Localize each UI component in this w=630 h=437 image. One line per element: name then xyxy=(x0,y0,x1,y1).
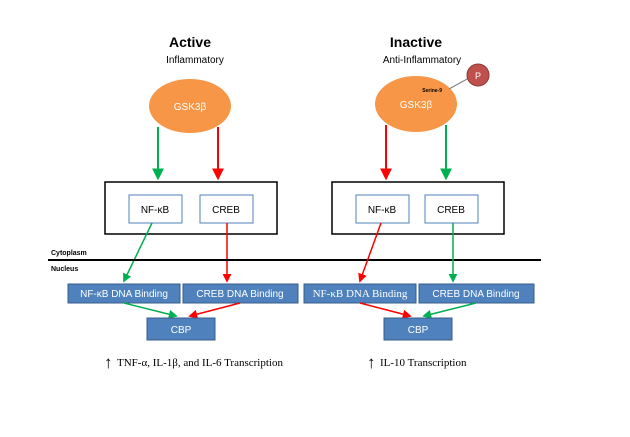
right-creb-dna-box xyxy=(418,283,535,304)
left-cbp-label: CBP xyxy=(171,325,192,336)
left-nfkb-to-dna-arrow xyxy=(123,222,153,283)
right-nfkb-box xyxy=(355,194,410,224)
left-gsk3b-node xyxy=(149,79,231,133)
cytoplasm-label: Cytoplasm xyxy=(51,250,87,257)
right-transcription-label: IL-10 Transcription xyxy=(380,357,467,369)
right-creb-box xyxy=(424,194,479,224)
left-state-subtitle: Inflammatory xyxy=(166,55,224,66)
right-nfkb-dna-to-cbp-arrow xyxy=(359,302,412,319)
left-gsk3b-label: GSK3β xyxy=(174,102,207,113)
left-nfkb-box xyxy=(128,194,183,224)
right-creb-label: CREB xyxy=(437,205,465,216)
right-phospho-node xyxy=(466,63,490,87)
right-serine-label: Serine-9 xyxy=(422,88,442,94)
right-nfkb-label: NF-κB xyxy=(368,205,397,216)
right-nfkb-dna-label: NF-κB DNA Binding xyxy=(313,288,408,300)
right-phospho-connector xyxy=(448,77,470,90)
left-cbp-box xyxy=(146,317,216,341)
left-upregulation-arrow-icon: ↑ xyxy=(104,353,113,372)
left-nfkb-label: NF-κB xyxy=(141,205,170,216)
right-gsk3b-label: GSK3β xyxy=(400,100,433,111)
left-creb-dna-box xyxy=(182,283,299,304)
right-upregulation-arrow-icon: ↑ xyxy=(367,353,376,372)
right-cbp-label: CBP xyxy=(408,325,429,336)
left-nfkb-dna-label: NF-κB DNA Binding xyxy=(80,289,168,300)
right-gsk3b-node xyxy=(375,76,457,132)
right-creb-dna-to-cbp-arrow xyxy=(422,302,477,319)
right-creb-dna-label: CREB DNA Binding xyxy=(432,289,519,300)
left-creb-dna-to-cbp-arrow xyxy=(188,302,241,319)
right-state-subtitle: Anti-Inflammatory xyxy=(383,55,461,66)
right-nfkb-to-dna-arrow xyxy=(358,222,382,283)
left-creb-dna-label: CREB DNA Binding xyxy=(196,289,283,300)
left-state-title: Active xyxy=(169,34,211,50)
left-nfkb-dna-to-cbp-arrow xyxy=(123,302,178,319)
left-transcription-label: TNF-α, IL-1β, and IL-6 Transcription xyxy=(117,357,283,369)
right-phospho-label: P xyxy=(475,71,481,81)
nucleus-label: Nucleus xyxy=(51,266,78,273)
right-state-title: Inactive xyxy=(390,34,442,50)
left-creb-label: CREB xyxy=(212,205,240,216)
right-cbp-box xyxy=(383,317,453,341)
